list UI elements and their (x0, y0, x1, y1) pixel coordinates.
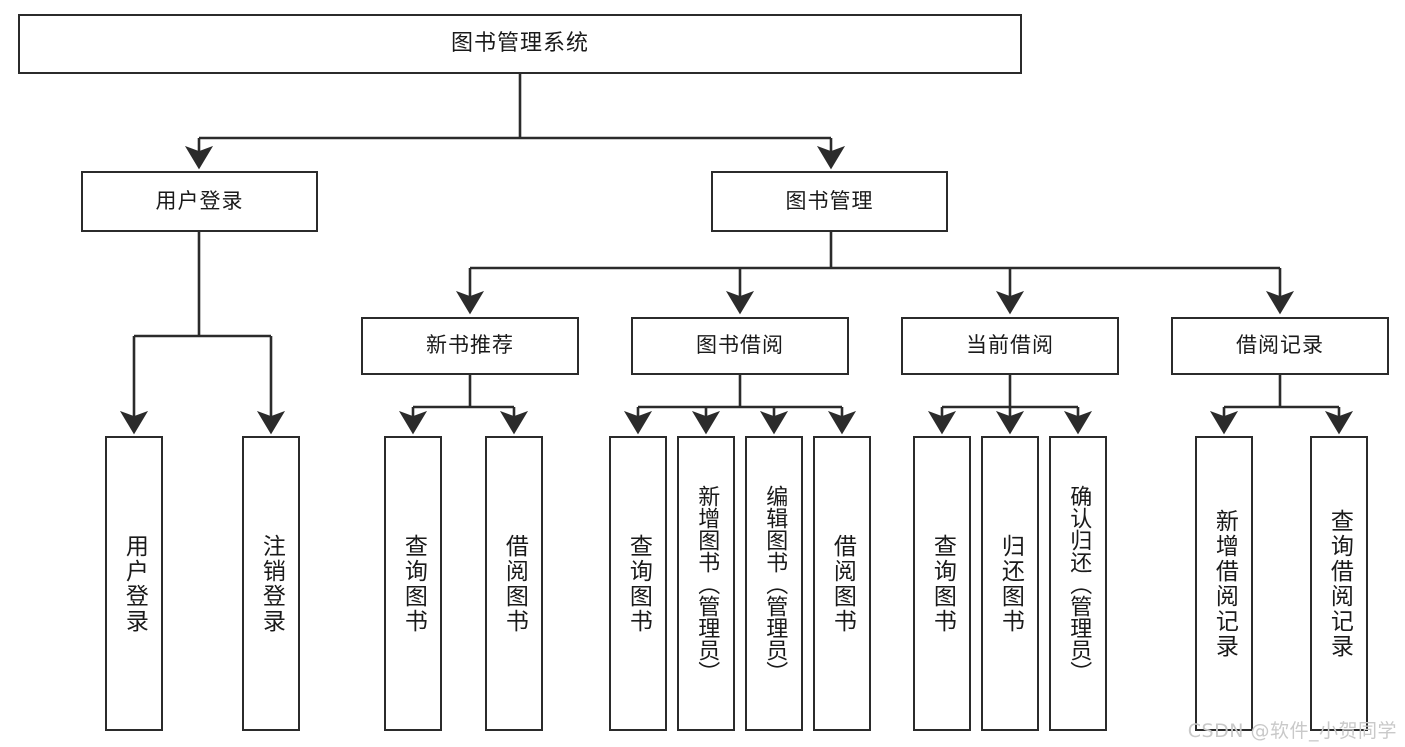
node-leaf-query-book-recommend[interactable]: 查询图书 (384, 436, 442, 731)
node-label: 借阅图书 (501, 533, 528, 634)
node-label: 确认归还（管理员） (1066, 484, 1092, 683)
node-leaf-add-borrow-record[interactable]: 新增借阅记录 (1195, 436, 1253, 731)
node-book-borrowing[interactable]: 图书借阅 (631, 317, 849, 375)
node-leaf-borrow-book-recommend[interactable]: 借阅图书 (485, 436, 543, 731)
node-leaf-query-book-current[interactable]: 查询图书 (913, 436, 971, 731)
node-label: 当前借阅 (966, 333, 1054, 358)
node-leaf-query-borrow-record[interactable]: 查询借阅记录 (1310, 436, 1368, 731)
node-label: 用户登录 (121, 533, 148, 634)
node-leaf-logout[interactable]: 注销登录 (242, 436, 300, 731)
node-book-management[interactable]: 图书管理 (711, 171, 948, 232)
node-label: 归还图书 (997, 533, 1024, 634)
node-label: 借阅记录 (1236, 333, 1324, 358)
node-root-book-management-system[interactable]: 图书管理系统 (18, 14, 1022, 74)
node-label: 新增图书（管理员） (694, 484, 720, 683)
node-leaf-confirm-return-admin[interactable]: 确认归还（管理员） (1049, 436, 1107, 731)
node-label: 查询图书 (929, 533, 956, 634)
node-user-login[interactable]: 用户登录 (81, 171, 318, 232)
csdn-watermark: CSDN @软件_小贺同学 (1187, 720, 1397, 742)
node-label: 图书管理系统 (450, 30, 589, 56)
node-label: 图书管理 (785, 188, 874, 213)
node-current-borrowing[interactable]: 当前借阅 (901, 317, 1119, 375)
node-label: 查询图书 (400, 533, 427, 634)
node-label: 新增借阅记录 (1211, 508, 1238, 659)
node-label: 用户登录 (155, 188, 244, 213)
node-label: 借阅图书 (829, 533, 856, 634)
node-label: 新书推荐 (426, 333, 514, 358)
node-leaf-borrow-book[interactable]: 借阅图书 (813, 436, 871, 731)
node-leaf-edit-book-admin[interactable]: 编辑图书（管理员） (745, 436, 803, 731)
node-label: 查询借阅记录 (1326, 508, 1353, 659)
node-label: 图书借阅 (696, 333, 784, 358)
node-new-book-recommendation[interactable]: 新书推荐 (361, 317, 579, 375)
node-label: 编辑图书（管理员） (762, 484, 788, 683)
node-label: 注销登录 (258, 533, 285, 634)
node-label: 查询图书 (625, 533, 652, 634)
node-leaf-return-book[interactable]: 归还图书 (981, 436, 1039, 731)
node-leaf-user-login[interactable]: 用户登录 (105, 436, 163, 731)
node-borrowing-record[interactable]: 借阅记录 (1171, 317, 1389, 375)
node-leaf-query-book-borrow[interactable]: 查询图书 (609, 436, 667, 731)
node-leaf-add-book-admin[interactable]: 新增图书（管理员） (677, 436, 735, 731)
